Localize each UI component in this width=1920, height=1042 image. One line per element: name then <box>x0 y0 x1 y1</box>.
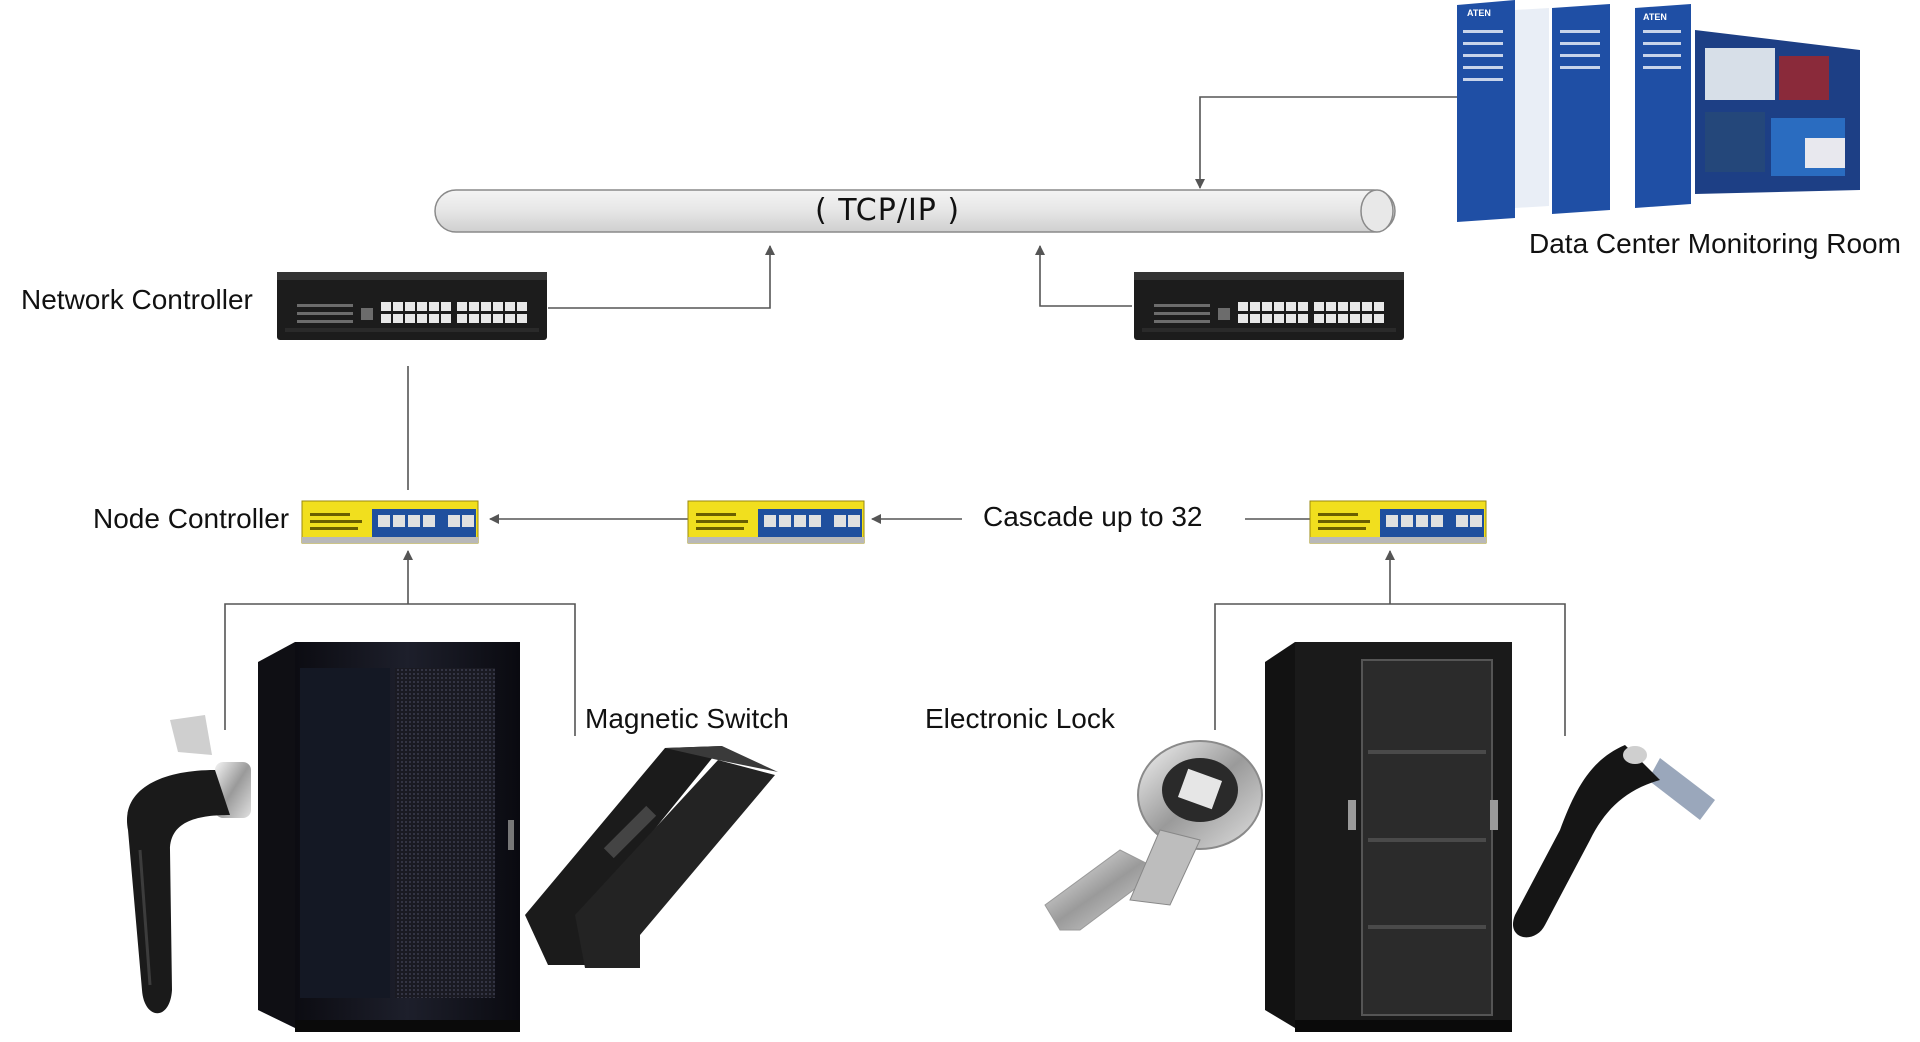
network-controller-label: Network Controller <box>21 284 253 315</box>
node-switch-icon <box>1309 500 1487 544</box>
uplink-left <box>548 245 775 309</box>
monitoring-room-label: Data Center Monitoring Room <box>1529 228 1901 259</box>
server-rack-icon <box>258 642 520 1032</box>
monitor-brand: ATEN <box>1643 12 1667 22</box>
bus-label: ( TCP/IP ) <box>815 193 961 228</box>
electronic-lock-label: Electronic Lock <box>925 703 1115 734</box>
uplink-right <box>1035 245 1132 307</box>
cascade-label: Cascade up to 32 <box>983 501 1203 532</box>
node-switch-icon <box>301 500 479 544</box>
monitoring-link <box>1195 96 1457 189</box>
handle-lock-icon <box>1512 745 1715 938</box>
cam-lock-icon <box>1044 740 1263 931</box>
connector-lines <box>224 96 1566 736</box>
left-bracket <box>224 603 576 736</box>
node-switch-icon <box>687 500 865 544</box>
server-rack-icon <box>1265 642 1512 1032</box>
network-switch-icon <box>1134 272 1404 340</box>
handle-lock-icon <box>126 715 251 1014</box>
node-controller-label: Node Controller <box>93 503 290 534</box>
monitor-brand: ATEN <box>1467 8 1491 18</box>
magnetic-switch-label: Magnetic Switch <box>585 703 789 734</box>
tcp-ip-bus <box>434 189 1396 233</box>
monitor-screen-icon: ATEN ATEN <box>1457 0 1860 222</box>
network-switch-icon <box>277 272 547 340</box>
magnetic-switch-icon <box>525 746 778 968</box>
